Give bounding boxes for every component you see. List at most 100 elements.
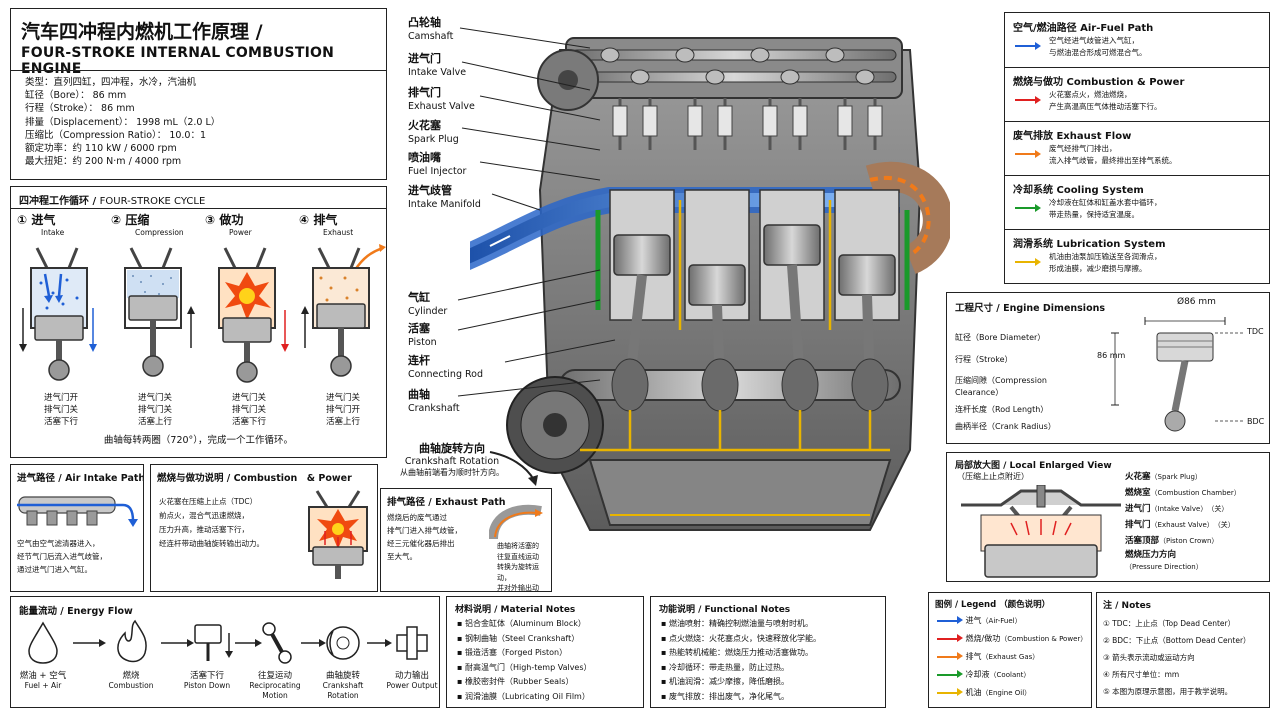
- system-title: 空气/燃油路径 Air-Fuel Path: [1013, 23, 1154, 34]
- combustion-text: 火花塞在压缩上止点（TDC）: [159, 497, 258, 506]
- system-desc: 带走热量，保持适宜温度。: [1049, 210, 1139, 219]
- crank-conversion-text: 并对外输出动力。: [497, 584, 539, 592]
- enlarged-label-spark-plug: 火花塞（Spark Plug）: [1125, 472, 1202, 482]
- material-notes-title: 材料说明 / Material Notes: [455, 605, 576, 615]
- step-state: 进气门关: [325, 393, 360, 403]
- spec-type: 类型：直列四缸，四冲程，水冷，汽油机: [25, 77, 197, 88]
- system-desc: 产生高温高压气体推动活塞下行。: [1049, 102, 1162, 111]
- step-name-en: Intake: [41, 228, 65, 237]
- dimensions-panel: 工程尺寸 / Engine Dimensions 缸径（Bore Diamete…: [946, 292, 1270, 444]
- system-desc: 流入排气歧管，最终排出至排气系统。: [1049, 156, 1177, 165]
- system-desc: 冷却液在缸体和缸盖水套中循环，: [1049, 198, 1162, 207]
- system-title: 冷却系统 Cooling System: [1013, 185, 1144, 196]
- intake-path-text: 空气由空气滤清器进入，: [17, 539, 100, 548]
- step-name-cn: 进气: [31, 213, 56, 227]
- bore-value: Ø86 mm: [1177, 297, 1216, 307]
- combustion-title: 燃烧与做功说明 / Combustion & Power: [157, 473, 352, 484]
- exhaust-path-panel: 排气路径 / Exhaust Path 燃烧后的废气通过 排气门进入排气歧管， …: [380, 488, 552, 592]
- yellow-arrow-icon: [1015, 257, 1041, 266]
- energy-step-piston-down: 活塞下行 Piston Down: [183, 671, 231, 690]
- system-item-air-fuel: 空气/燃油路径 Air-Fuel Path 空气经进气歧管进入气缸， 与燃油混合…: [1005, 13, 1269, 68]
- step-name-en: Power: [229, 228, 252, 237]
- spec-bore: 缸径（Bore）： 86 mm: [25, 90, 127, 102]
- cycle-title-en: FOUR-STROKE CYCLE: [99, 196, 206, 207]
- enlarged-subtitle: （压缩上止点附近）: [957, 472, 1029, 481]
- note-item: ③ 箭头表示流动或运动方向: [1103, 653, 1195, 662]
- legend-item-air-fuel: 进气（Air-Fuel）: [937, 615, 1087, 633]
- crank-conversion-text: 曲轴将活塞的: [497, 542, 539, 550]
- system-title: 燃烧与做功 Combustion & Power: [1013, 77, 1185, 88]
- blue-arrow-icon: [937, 616, 963, 624]
- system-desc: 火花塞点火，燃油燃烧，: [1049, 90, 1132, 99]
- exhaust-path-text: 排气门进入排气歧管，: [387, 526, 462, 535]
- system-item-lubrication: 润滑系统 Lubrication System 机油由油泵加压输送至各润滑点， …: [1005, 229, 1269, 283]
- dimension-item: 行程（Stroke）: [955, 355, 1013, 364]
- enlarged-label-intake-valve: 进气门（Intake Valve） （关）: [1125, 504, 1229, 514]
- spec-stroke: 行程（Stroke）： 86 mm: [25, 103, 135, 115]
- intake-stroke-icon: [19, 247, 97, 381]
- energy-flow-title: 能量流动 / Energy Flow: [19, 606, 133, 617]
- cycle-step-exhaust: ④ 排气 Exhaust 进气门关 排气门开 活塞上行: [299, 211, 386, 431]
- green-arrow-icon: [1015, 203, 1041, 212]
- material-item: ▪ 锻造活塞（Forged Piston）: [457, 648, 568, 657]
- dimension-item: Clearance）: [955, 388, 1004, 397]
- enlarged-title: 局部放大图 / Local Enlarged View: [955, 461, 1112, 471]
- flame-icon: [117, 619, 147, 663]
- energy-step-fuel-air: 燃油 + 空气 Fuel + Air: [19, 671, 67, 690]
- blue-arrow-icon: [1015, 41, 1041, 50]
- enlarged-label-combustion-chamber: 燃烧室（Combustion Chamber）: [1125, 488, 1241, 498]
- piston-icon: [194, 624, 222, 644]
- legend-item-exhaust: 排气（Exhaust Gas）: [937, 651, 1087, 669]
- cycle-footer: 曲轴每转两圈（720°），完成一个工作循环。: [103, 435, 294, 446]
- step-state: 进气门关: [137, 393, 172, 403]
- step-state: 排气门开: [325, 405, 360, 415]
- energy-flow-panel: 能量流动 / Energy Flow 燃油 + 空气 Fuel + Air 燃烧…: [10, 596, 440, 708]
- cycle-title-cn: 四冲程工作循环 /: [19, 196, 100, 207]
- notes-panel: 注 / Notes ① TDC：上止点（Top Dead Center） ② B…: [1096, 592, 1270, 708]
- intake-path-panel: 进气路径 / Air Intake Path 空气由空气滤清器进入， 经节气门后…: [10, 464, 144, 592]
- dimension-item: 曲柄半径（Crank Radius）: [955, 422, 1056, 431]
- material-notes-panel: 材料说明 / Material Notes ▪ 铝合金缸体（Aluminum B…: [446, 596, 644, 708]
- crank-rotation-sub: 从曲轴前端看为顺时针方向。: [400, 468, 504, 477]
- power-stroke-icon: [218, 247, 289, 383]
- step-state: 活塞上行: [325, 417, 360, 427]
- step-num: ①: [17, 213, 28, 227]
- step-state: 活塞下行: [43, 417, 78, 427]
- combustion-text: 压力升高，推动活塞下行，: [159, 525, 249, 534]
- title-panel: 汽车四冲程内燃机工作原理 / FOUR-STROKE INTERNAL COMB…: [10, 8, 387, 180]
- step-name-en: Compression: [135, 228, 184, 237]
- material-item: ▪ 钢制曲轴（Steel Crankshaft）: [457, 633, 580, 643]
- step-state: 排气门关: [43, 405, 78, 415]
- cycle-step-intake: ① 进气 Intake 进气门开 排气门关 活塞下行: [17, 211, 105, 431]
- crank-conversion-text: 往复直线运动: [497, 552, 539, 561]
- energy-flow-icons: [28, 619, 428, 664]
- material-item: ▪ 润滑油膜（Lubricating Oil Film）: [457, 691, 590, 701]
- legend-item-combustion: 燃烧/做功（Combustion & Power）: [937, 633, 1087, 651]
- system-item-combustion: 燃烧与做功 Combustion & Power 火花塞点火，燃油燃烧， 产生高…: [1005, 67, 1269, 122]
- function-item: ▪ 冷却循环：带走热量，防止过热。: [661, 662, 789, 672]
- function-item: ▪ 燃油喷射：精确控制燃油量与喷射时机。: [661, 619, 813, 628]
- legend-title: 图例 / Legend （颜色说明）: [935, 600, 1051, 610]
- step-num: ③: [205, 213, 216, 227]
- legend-panel: 图例 / Legend （颜色说明） 进气（Air-Fuel） 燃烧/做功（Co…: [928, 592, 1092, 708]
- enlarged-label-exhaust-valve: 排气门（Exhaust Valve） （关）: [1125, 520, 1235, 530]
- orange-arrow-icon: [1015, 149, 1041, 158]
- stroke-value: 86 mm: [1097, 351, 1126, 360]
- enlarged-label-pressure: 燃烧压力方向: [1125, 550, 1177, 560]
- system-item-exhaust: 废气排放 Exhaust Flow 废气经排气门排出， 流入排气歧管，最终排出至…: [1005, 121, 1269, 176]
- step-state: 进气门开: [43, 393, 78, 403]
- step-state: 进气门关: [231, 393, 266, 403]
- energy-step-crank-rotation: 曲轴旋转 Crankshaft Rotation: [322, 671, 364, 700]
- exhaust-path-text: 经三元催化器后排出: [387, 539, 455, 548]
- intake-manifold-icon: [17, 496, 138, 527]
- rotation-arrow-icon: [489, 451, 538, 486]
- step-name-cn: 排气: [313, 213, 338, 227]
- red-arrow-icon: [937, 634, 963, 642]
- note-item: ⑤ 本图为原理示意图，用于教学说明。: [1103, 687, 1233, 696]
- exhaust-path-title: 排气路径 / Exhaust Path: [387, 497, 506, 508]
